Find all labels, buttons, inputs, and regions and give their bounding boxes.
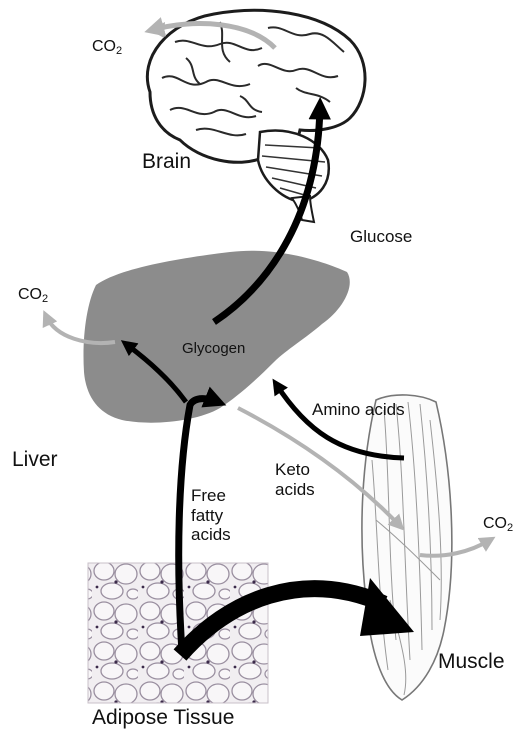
co2-label-brain: CO2 xyxy=(92,38,122,58)
brain-illustration xyxy=(147,10,365,222)
co2-label-liver: CO2 xyxy=(18,286,48,306)
free-fatty-acids-line-2: fatty xyxy=(191,506,231,526)
free-fatty-acids-label: Free fatty acids xyxy=(191,486,231,545)
co2-label-muscle: CO2 xyxy=(483,515,513,535)
free-fatty-acids-line-1: Free xyxy=(191,486,231,506)
keto-acids-line-2: acids xyxy=(275,480,315,500)
adipose-tissue-label: Adipose Tissue xyxy=(92,706,234,730)
keto-acids-label: Keto acids xyxy=(275,460,315,499)
muscle-label: Muscle xyxy=(438,650,505,674)
glucose-label: Glucose xyxy=(350,227,412,247)
liver-label: Liver xyxy=(12,448,58,472)
keto-acids-line-1: Keto xyxy=(275,460,315,480)
amino-acids-label: Amino acids xyxy=(312,400,405,420)
glycogen-label: Glycogen xyxy=(182,340,245,357)
brain-label: Brain xyxy=(142,150,191,174)
liver-shape xyxy=(84,251,350,423)
free-fatty-acids-line-3: acids xyxy=(191,525,231,545)
